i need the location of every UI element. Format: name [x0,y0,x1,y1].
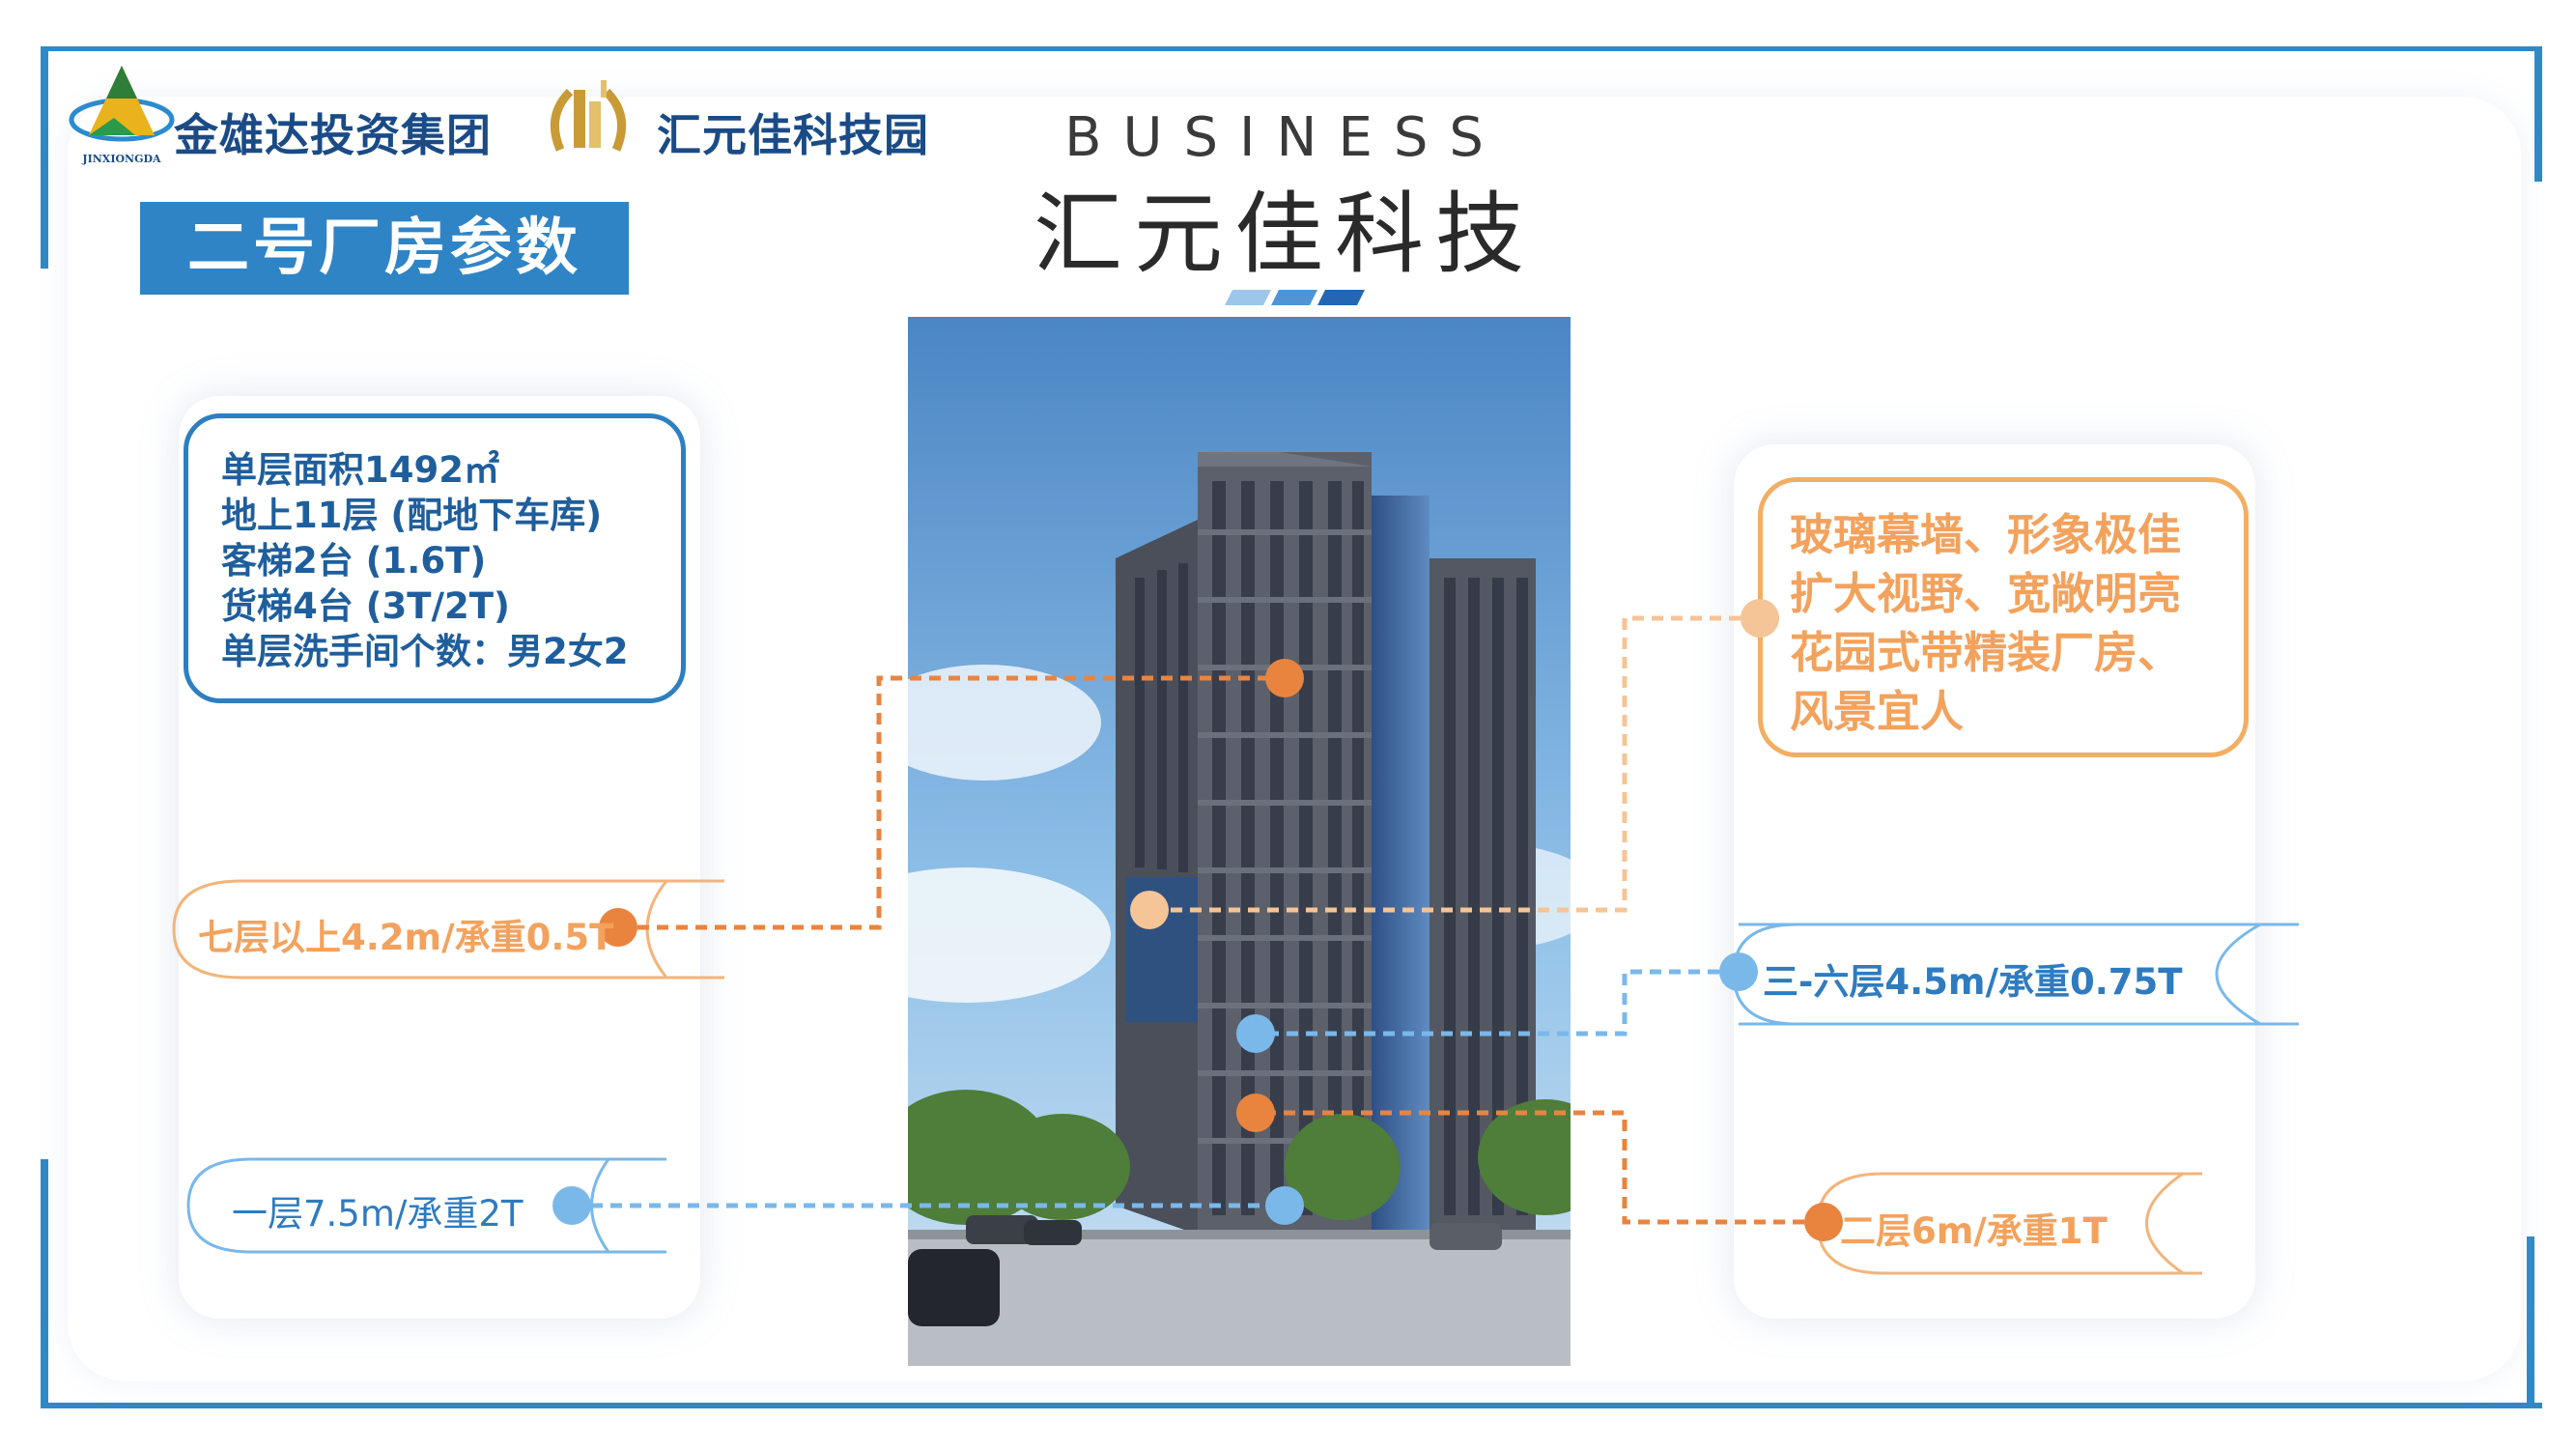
feature-line-3: 花园式带精装厂房、 [1790,627,2182,678]
huiyuanjia-building-icon [550,80,627,152]
connector-second-right [1236,1094,1843,1241]
huiyuanjia-logo [541,72,636,164]
jinxiongda-logo-sub: JINXIONGDA [82,153,161,165]
spec-floors: 地上11层 (配地下车库) [221,495,603,536]
spec-freight-elevators: 货梯4台 (3T/2T) [221,585,510,627]
connector-mid-right [1236,952,1758,1053]
frame-right [2534,46,2542,182]
floor-second-label: 二层6m/承重1T [1840,1210,2108,1252]
pill-upper-left-outline [172,879,724,980]
jinxiongda-mountain-icon [69,66,175,142]
feature-line-4: 风景宜人 [1790,686,1965,737]
pill-first-left-outline [186,1157,666,1254]
frame-bottom-left [41,1159,48,1408]
brand1-name: 金雄达投资集团 [174,109,492,161]
specs-box: 单层面积1492㎡ 地上11层 (配地下车库) 客梯2台 (1.6T) 货梯4台… [184,413,686,703]
connector-features [1130,599,1779,929]
frame-top-left [41,46,48,269]
frame-bottom [41,1403,2542,1408]
jinxiongda-logo: JINXIONGDA [68,60,176,166]
business-en-heading: BUSINESS [1064,106,1505,169]
connector-upper-left [599,659,1304,947]
frame-top [41,46,2542,51]
pill-second-right-outline [1883,1172,2202,1275]
features-box: 玻璃幕墙、形象极佳 扩大视野、宽敞明亮 花园式带精装厂房、 风景宜人 [1758,477,2249,757]
spec-area: 单层面积1492㎡ [221,449,499,491]
spec-passenger-elevators: 客梯2台 (1.6T) [221,540,487,582]
frame-bottom-right [2527,1236,2534,1408]
feature-line-1: 玻璃幕墙、形象极佳 [1790,509,2182,560]
section-title-badge: 二号厂房参数 [140,202,629,295]
feature-line-2: 扩大视野、宽敞明亮 [1790,568,2182,619]
spec-restrooms: 单层洗手间个数：男2女2 [221,631,629,672]
floor-upper-label: 七层以上4.2m/承重0.5T [198,917,614,958]
heading-decoration [1225,290,1365,305]
floor-mid-label: 三-六层4.5m/承重0.75T [1763,961,2183,1003]
brand2-name: 汇元佳科技园 [657,109,929,161]
pill-mid-right-outline [1739,923,2299,1026]
floor-first-label: 一层7.5m/承重2T [232,1193,524,1235]
